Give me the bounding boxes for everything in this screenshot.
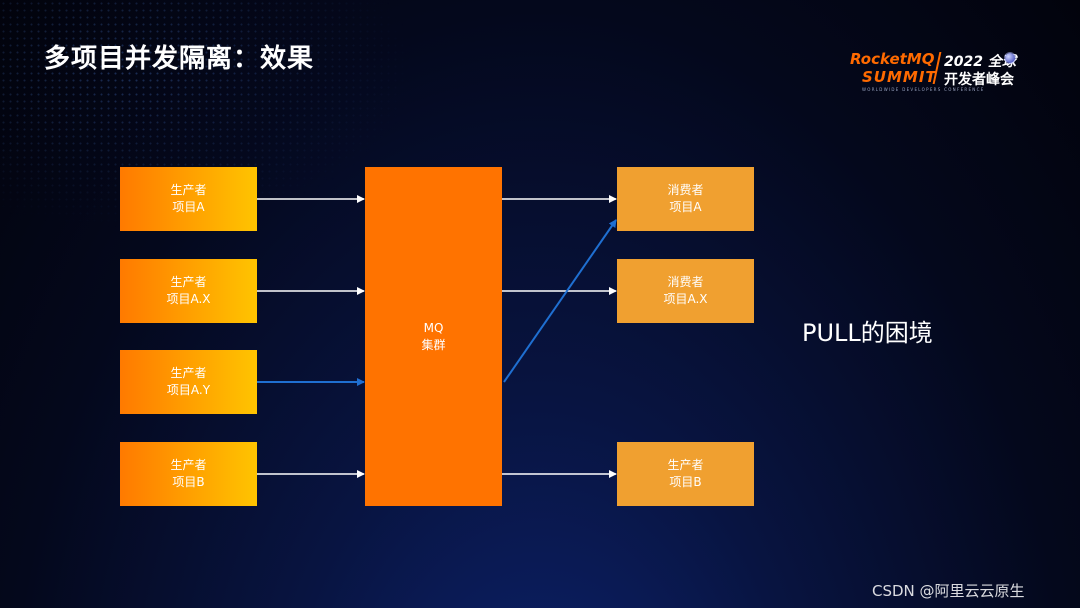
- producer-label: 生产者: [170, 458, 207, 472]
- logo-dev-summit: 开发者峰会: [944, 72, 1014, 88]
- pull-dilemma-note: PULL的困境: [802, 319, 933, 347]
- csdn-watermark: CSDN @阿里云云原生: [872, 582, 1025, 600]
- planet-icon: [1005, 53, 1015, 63]
- producer-project: 项目A.Y: [166, 383, 211, 397]
- producer-label: 生产者: [170, 183, 207, 197]
- consumer-project: 项目B: [669, 475, 702, 489]
- consumer-box-ax: 消费者 项目A.X: [617, 259, 754, 323]
- logo-subtitle: WORLDWIDE DEVELOPERS CONFERENCE: [862, 87, 985, 92]
- consumer-box-a: 消费者 项目A: [617, 167, 754, 231]
- producer-box-a: 生产者 项目A: [120, 167, 257, 231]
- mq-cluster-box: MQ 集群: [365, 167, 502, 506]
- producer-box-ay: 生产者 项目A.Y: [120, 350, 257, 414]
- logo-brand: RocketMQ: [850, 50, 935, 68]
- producer-project: 项目A.X: [166, 292, 211, 306]
- slide-title: 多项目并发隔离：效果: [44, 44, 315, 74]
- mq-label: MQ: [423, 320, 444, 335]
- consumer-box-b: 生产者 项目B: [617, 442, 754, 506]
- producer-label: 生产者: [170, 366, 207, 380]
- consumer-label: 消费者: [667, 183, 704, 197]
- arrow-mq-ay-to-consumer-a: [503, 219, 617, 383]
- producer-label: 生产者: [170, 275, 207, 289]
- consumer-label: 生产者: [667, 458, 704, 472]
- mq-cluster-label: 集群: [421, 337, 446, 352]
- consumer-project: 项目A.X: [663, 292, 708, 306]
- consumer-project: 项目A: [669, 200, 702, 214]
- logo-year-global: 2022 全球: [944, 54, 1016, 70]
- rocketmq-summit-logo: RocketMQ SUMMIT 2022 全球 开发者峰会 WORLDWIDE …: [850, 50, 1030, 94]
- producer-box-b: 生产者 项目B: [120, 442, 257, 506]
- producer-project: 项目A: [172, 200, 205, 214]
- producer-project: 项目B: [172, 475, 205, 489]
- logo-summit: SUMMIT: [862, 68, 937, 86]
- producer-box-ax: 生产者 项目A.X: [120, 259, 257, 323]
- consumer-label: 消费者: [667, 275, 704, 289]
